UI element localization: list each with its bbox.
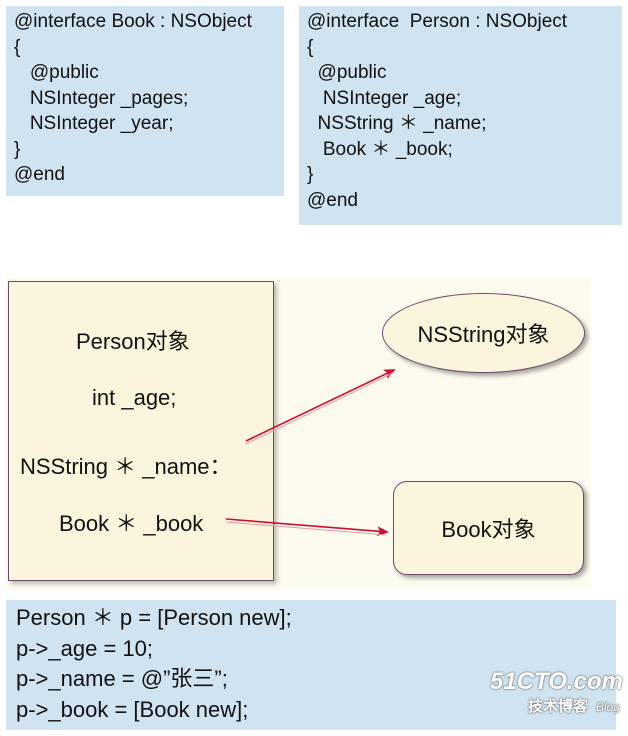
code-line: p->_age = 10; — [16, 635, 154, 661]
code-line: p->_book = [Book new]; — [16, 696, 249, 722]
field-book: Book ＊ _book — [59, 511, 204, 536]
nsstring-object-oval: NSString对象 — [382, 293, 585, 373]
book-pointer-arrow — [225, 518, 389, 537]
watermark-blog: Blog — [595, 700, 620, 714]
code-line: @end — [14, 164, 65, 185]
code-line: @interface Book : NSObject — [14, 11, 252, 32]
code-line: Book ＊ _book; — [307, 138, 453, 160]
code-line: Person ＊ p = [Person new]; — [16, 605, 292, 630]
code-line: { — [307, 36, 314, 58]
code-line: NSInteger _pages; — [14, 87, 189, 109]
name-pointer-arrow-shadow — [245, 372, 394, 445]
code-line: NSString ＊ _name; — [307, 113, 487, 134]
person-object-title: Person对象 — [76, 329, 190, 354]
field-name: NSString ＊ _name： — [20, 454, 232, 479]
nsstring-object-label: NSString对象 — [417, 322, 550, 347]
code-line: p->_name = @”张三”; — [16, 666, 228, 691]
book-interface-code: @interface Book : NSObject { @public NSI… — [6, 6, 284, 196]
book-object-label: Book对象 — [441, 517, 536, 542]
field-age: int _age; — [92, 385, 177, 410]
person-object-box — [8, 281, 274, 581]
watermark-site: 51CTO.com — [490, 668, 623, 695]
name-pointer-arrow — [245, 369, 396, 442]
code-line: NSInteger _age; — [307, 87, 462, 109]
watermark: 51CTO.com 技术博客 Blog — [490, 668, 623, 728]
person-interface-code: @interface Person : NSObject { @public N… — [299, 6, 622, 225]
watermark-subtitle: 技术博客 — [527, 698, 588, 715]
code-line: @public — [307, 62, 387, 83]
code-line: } — [307, 164, 314, 185]
code-line: { — [14, 36, 21, 58]
code-line: @end — [307, 189, 358, 211]
code-line: @interface Person : NSObject — [307, 11, 568, 32]
book-pointer-arrow-shadow — [225, 521, 387, 536]
code-line: @public — [14, 62, 99, 83]
code-line: } — [14, 138, 21, 160]
usage-code: Person ＊ p = [Person new]; p->_age = 10;… — [6, 600, 616, 730]
code-line: NSInteger _year; — [14, 113, 174, 134]
book-object-box: Book对象 — [393, 481, 584, 575]
